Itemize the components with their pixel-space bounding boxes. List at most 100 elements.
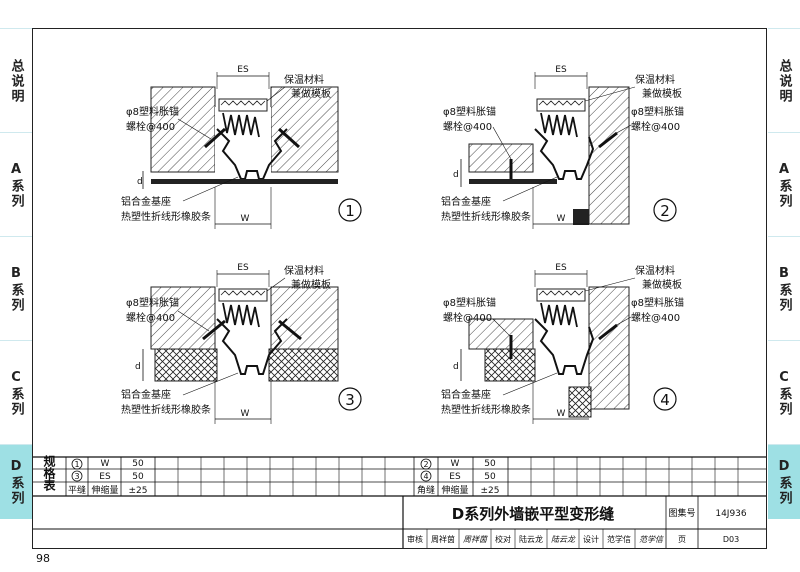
wall-right [588,286,630,410]
flat-key-w: W [101,459,110,469]
review-label: 审核 [407,534,423,544]
detail-number: 4 [660,391,670,409]
label-circle [71,470,83,482]
detail-number-circle [653,387,677,411]
atlas-number: 14J936 [715,509,747,519]
leader-line [612,316,632,328]
detail-2: ES W d 保温材料 兼做模板 φ8塑料胀锚 螺栓@400 φ8塑料胀锚 螺栓… [441,65,684,229]
detail-number-circle [653,198,677,222]
insulation-pattern [220,290,266,296]
label-strip: 热塑性折线形橡胶条 [121,403,211,416]
check-label: 校对 [495,534,511,544]
anchor-bolt [598,131,618,149]
tab-label: D系列 [776,458,792,506]
tab-d-series[interactable]: D系列 [768,444,800,519]
label-base: 铝合金基座 [121,195,171,208]
insulation-pattern [220,100,266,106]
tab-label: C系列 [776,369,792,417]
label-anchor-2: 螺栓@400 [443,311,492,324]
page-number: 98 [36,552,50,565]
label-base: 铝合金基座 [121,388,171,401]
tab-a-series[interactable]: A系列 [0,132,32,237]
corner-type: 角缝 [417,484,435,496]
label-circle [420,458,432,470]
label-anchor-1: φ8塑料胀锚 [126,296,179,309]
insulation-material [218,288,268,302]
label-formwork: 兼做模板 [291,278,331,291]
drawing-sheet: ES W d 保温材料 兼做模板 φ8塑料胀锚 螺栓@400 铝合金基座 热塑性… [33,65,766,548]
aluminum-base [534,128,595,180]
label-base: 铝合金基座 [441,195,491,208]
flat-value-w: 50 [132,459,144,469]
corner-key-w: W [451,459,460,469]
label-anchor2-2: 螺栓@400 [631,311,680,324]
rubber-strip [540,302,578,328]
w-label: W [557,214,566,224]
spec-table-grid [177,457,739,496]
corner-label-4: 4 [423,472,428,481]
leader-line [266,86,286,102]
wall-left [468,143,534,173]
flat-value-es: 50 [132,472,144,482]
tab-label: D系列 [8,458,24,506]
tab-label: A系列 [776,161,792,209]
tab-label: C系列 [8,369,24,417]
label-circle [420,470,432,482]
rubber-strip [222,302,260,328]
wall-right [588,86,630,225]
anchor-bolt [277,127,301,149]
corner-key-expansion: 伸缩量 [441,484,468,496]
leader-line [182,176,239,202]
label-circle [71,458,83,470]
detail-number-circle [338,198,362,222]
tab-d-series[interactable]: D系列 [0,444,32,519]
tab-label: B系列 [8,265,24,313]
leader-line [492,318,512,338]
insulation-pattern [538,290,584,296]
detail-number-circle [338,387,362,411]
aluminum-base [216,318,288,375]
label-insulation: 保温材料 [635,73,675,86]
atlas-label: 图集号 [668,507,695,519]
leader-line [502,176,558,202]
flat-key-es: ES [99,472,111,482]
reviewer-name: 周祥茵 [431,534,455,544]
leader-line [266,277,286,292]
flat-label-3: 3 [74,472,79,481]
tab-b-series[interactable]: B系列 [768,236,800,341]
title-block [33,496,766,548]
w-label: W [557,409,566,419]
detail-number: 1 [345,202,355,220]
right-side-tabs: 总说明 A系列 B系列 C系列 D系列 [768,28,800,519]
checker-name: 陆云龙 [519,534,543,544]
tab-c-series[interactable]: C系列 [768,340,800,445]
design-label: 设计 [583,534,599,544]
anchor-bolt [598,323,618,341]
corner-label-2: 2 [423,460,428,469]
label-formwork: 兼做模板 [642,278,682,291]
tab-general-notes[interactable]: 总说明 [0,28,32,133]
drawing-title: D系列外墙嵌平型变形缝 [452,505,614,523]
wall-face [573,209,589,225]
tab-general-notes[interactable]: 总说明 [768,28,800,133]
label-anchor-2: 螺栓@400 [126,311,175,324]
label-formwork: 兼做模板 [291,87,331,100]
es-label: ES [555,65,567,75]
corner-value-es: 50 [484,472,496,482]
reviewer-signature: 周祥茵 [463,535,489,544]
detail-3: ES W d 保温材料 兼做模板 φ8塑料胀锚 螺栓@400 铝合金基座 热塑性… [121,263,362,424]
wall-face [151,179,338,184]
corner-value-expansion: ±25 [481,486,500,496]
leader-line [584,277,636,292]
designer-name: 范学信 [607,534,631,544]
tab-c-series[interactable]: C系列 [0,340,32,445]
d-label: d [135,362,141,372]
label-anchor-2: 螺栓@400 [126,120,175,133]
tab-b-series[interactable]: B系列 [0,236,32,341]
leader-line [584,86,636,102]
leader-line [177,118,212,140]
label-anchor-1: φ8塑料胀锚 [126,105,179,118]
tab-a-series[interactable]: A系列 [768,132,800,237]
leader-line [182,372,239,396]
tab-label: 总说明 [776,58,792,104]
